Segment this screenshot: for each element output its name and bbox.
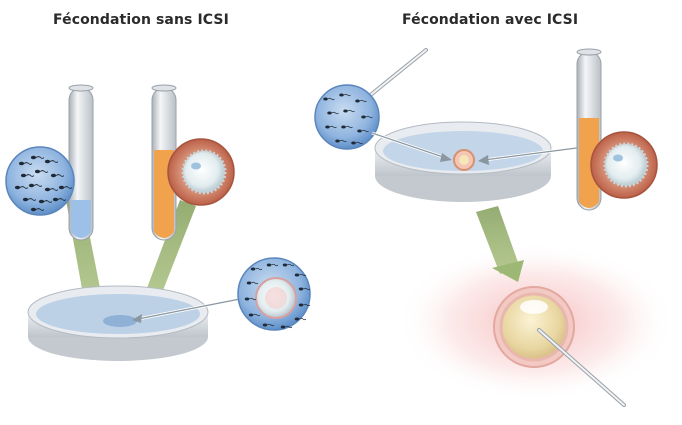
petri-dish-left: [27, 285, 209, 361]
right-panel: [314, 48, 676, 407]
test-tube-blue: [68, 84, 94, 241]
left-panel: [5, 84, 311, 361]
title-without-icsi: Fécondation sans ICSI: [53, 12, 229, 28]
petri-dish-right: [374, 121, 552, 202]
egg-bubble-left: [167, 138, 235, 206]
sperm-bubble-right: [314, 84, 380, 150]
fertilization-bubble: [237, 257, 311, 331]
icsi-injection-egg: [493, 286, 626, 407]
title-with-icsi: Fécondation avec ICSI: [402, 12, 579, 28]
sperm-bubble-left: [5, 146, 75, 216]
egg-bubble-right: [590, 131, 658, 199]
guide-beam-down: [476, 206, 520, 274]
test-tube-orange-right: [576, 48, 602, 211]
guide-beam-right: [144, 200, 196, 298]
